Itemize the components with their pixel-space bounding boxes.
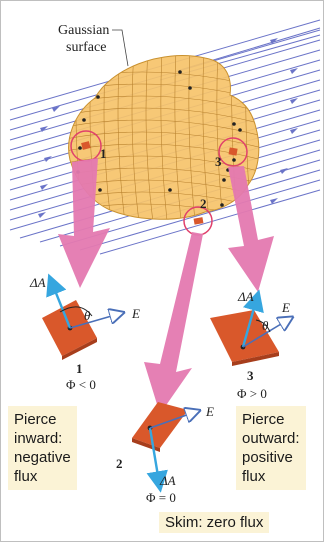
patch-3-field-vector	[242, 318, 291, 348]
note-outward-line2: outward:	[242, 430, 300, 447]
patch-3-detail	[210, 289, 291, 366]
patch-2-area-vector	[146, 427, 168, 493]
note-outward-line3: positive	[242, 449, 293, 466]
note-inward-line2: inward:	[14, 430, 63, 447]
note-inward-line1: Pierce	[14, 411, 57, 428]
note-inward-line3: negative	[14, 449, 71, 466]
patch-2-field-label: E⃗	[205, 404, 224, 419]
surface-label-leader	[112, 29, 129, 67]
patch-1-number: 1	[76, 361, 83, 376]
surface-region-3-label: 3	[215, 154, 222, 169]
magnify-arrows	[58, 158, 274, 414]
patch-2-flux: Φ = 0	[146, 490, 176, 505]
note-outward-line1: Pierce	[242, 411, 285, 428]
patch-3-field-label: E⃗	[281, 300, 300, 315]
patch-3-theta-label: θ	[262, 318, 269, 333]
surface-region-2-label: 2	[200, 196, 207, 211]
patch-2-number: 2	[116, 456, 123, 471]
note-pierce-outward: Pierce outward: positive flux	[236, 406, 306, 490]
note-skim: Skim: zero flux	[159, 512, 270, 533]
patch-1-field-vector	[69, 313, 122, 329]
note-pierce-inward: Pierce inward: negative flux	[8, 406, 77, 490]
note-inward-line4: flux	[14, 468, 38, 485]
patch-2-field-vector	[149, 411, 198, 429]
patch-1-flux: Φ < 0	[66, 377, 96, 392]
patch-1-theta-label: θ	[84, 308, 91, 323]
patch-3-number: 3	[247, 368, 254, 383]
patch-2-area-label: ΔA⃗	[159, 473, 186, 488]
patch-1-area-vector	[46, 273, 72, 329]
patch-3-flux: Φ > 0	[237, 386, 267, 401]
patch-3-area-vector	[241, 289, 264, 348]
patch-2-detail	[132, 402, 198, 493]
patch-1-area-label: ΔA⃗	[29, 275, 56, 290]
note-outward-line4: flux	[242, 468, 266, 485]
surface-region-1-label: 1	[100, 146, 107, 161]
highlight-circles	[70, 130, 248, 236]
patch-1-field-label: E⃗	[131, 306, 150, 321]
surface-label-line2: surface	[66, 40, 106, 55]
patch-1-detail	[42, 273, 122, 360]
field-line-arrowheads	[38, 38, 298, 218]
surface-label-line1: Gaussian	[58, 23, 109, 38]
patch-3-area-label: ΔA⃗	[237, 289, 264, 304]
